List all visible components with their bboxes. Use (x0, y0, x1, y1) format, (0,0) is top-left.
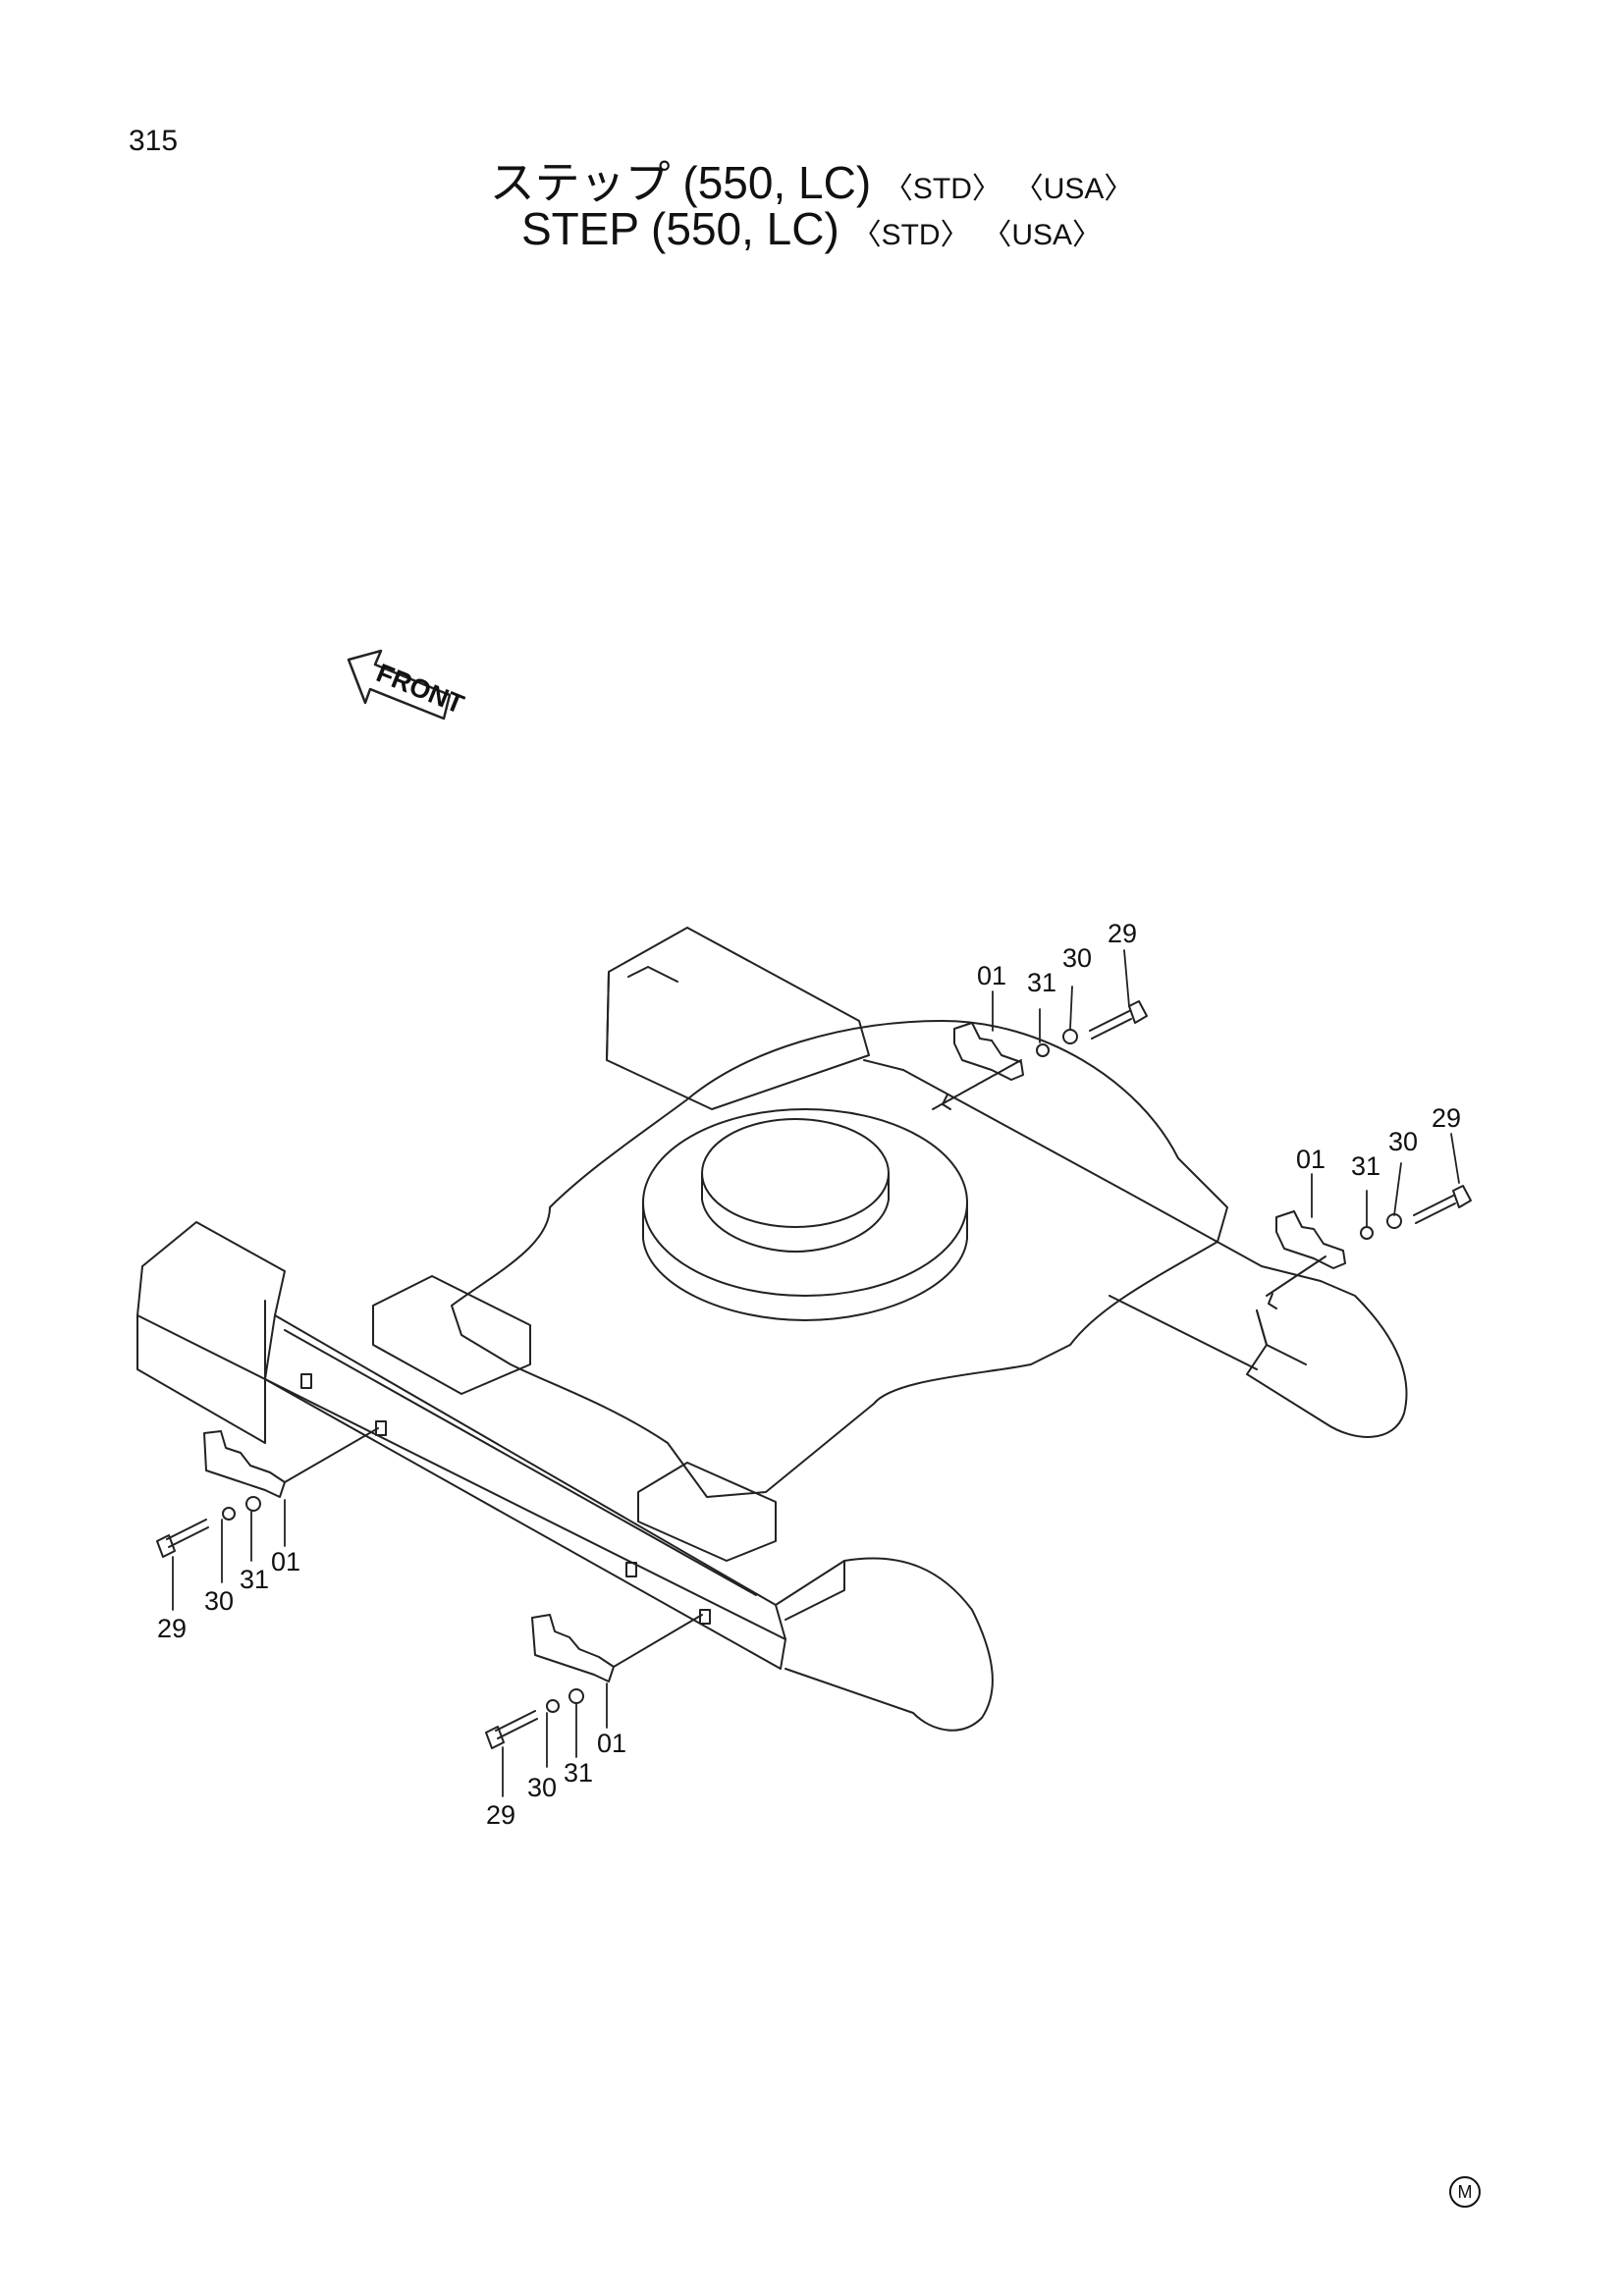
callouts-left: 29 30 31 01 (157, 1547, 300, 1643)
title-japanese-tag-usa: 〈USA〉 (1013, 173, 1134, 205)
step-bracket-top-right (932, 1000, 1148, 1110)
callout-leaders (172, 949, 1460, 1797)
title-japanese: ステップ (550, LC) 〈STD〉 〈USA〉 (0, 147, 1623, 212)
undercarriage-frame (136, 927, 1408, 1732)
callout-30: 30 (1388, 1127, 1418, 1156)
step-bracket-right (1266, 1185, 1472, 1297)
callout-29: 29 (486, 1800, 515, 1830)
callout-01: 01 (977, 961, 1006, 990)
callout-30: 30 (527, 1773, 557, 1802)
title-english-text: STEP (550, LC) (520, 203, 839, 254)
callouts-right: 01 31 30 29 (1296, 1103, 1461, 1181)
callout-31: 31 (1027, 968, 1056, 997)
step-bracket-bottom (485, 1614, 703, 1749)
corner-m-mark: M (1449, 2176, 1481, 2208)
front-arrow-icon: FRONT (347, 649, 468, 721)
callout-31: 31 (240, 1565, 269, 1594)
title-japanese-tag-std: 〈STD〉 (883, 173, 1001, 205)
callout-29: 29 (1432, 1103, 1461, 1133)
title-japanese-text: ステップ (550, LC) (489, 157, 872, 208)
callout-01: 01 (1296, 1145, 1325, 1174)
callout-31: 31 (564, 1758, 593, 1788)
callout-29: 29 (157, 1614, 187, 1643)
callout-01: 01 (271, 1547, 300, 1576)
callout-31: 31 (1351, 1151, 1380, 1181)
page-number: 315 (129, 125, 179, 157)
title-english-tag-std: 〈STD〉 (851, 219, 970, 251)
title-english-tag-usa: 〈USA〉 (982, 219, 1103, 251)
callout-01: 01 (597, 1729, 626, 1758)
callouts-top-right: 01 31 30 29 (977, 919, 1137, 997)
title-english: STEP (550, LC) 〈STD〉 〈USA〉 (0, 202, 1623, 255)
callout-30: 30 (1062, 943, 1092, 973)
step-bracket-left (156, 1427, 379, 1558)
callout-29: 29 (1108, 919, 1137, 948)
callout-30: 30 (204, 1586, 234, 1616)
callouts-bottom: 29 30 31 01 (486, 1729, 626, 1830)
